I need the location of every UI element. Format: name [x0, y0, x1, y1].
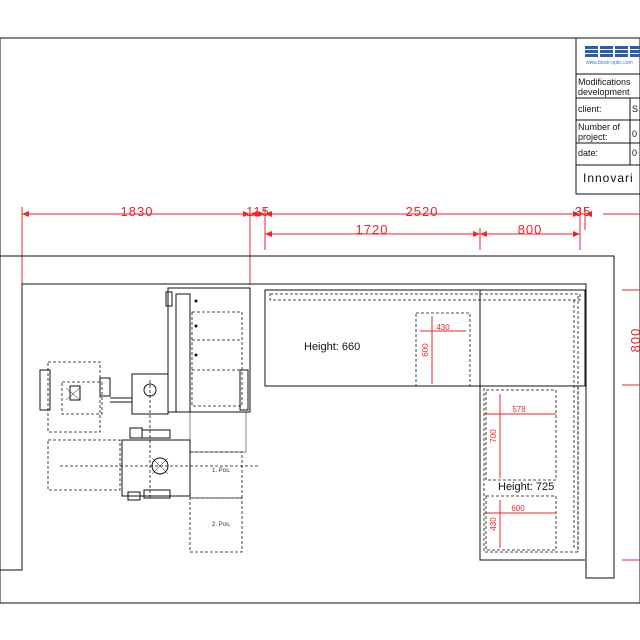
logo-grid-icon — [585, 46, 640, 57]
dim-430-bottom: 430 — [489, 517, 498, 531]
room-walls — [0, 255, 615, 579]
tall-cabinet: 1. Pos. 2. Pos. — [165, 287, 251, 553]
counter-lower: 578 700 Height: 725 600 430 — [479, 385, 585, 561]
title-text: Modifications — [578, 77, 631, 87]
dim-600-top: 600 — [421, 343, 430, 357]
counter-upper: Height: 660 430 600 — [264, 289, 586, 552]
dim-35: 35 — [575, 204, 591, 219]
dim-1830: 1830 — [121, 204, 154, 219]
sink-upper — [415, 312, 471, 387]
sheet-border — [0, 37, 640, 604]
sink-mid — [485, 389, 557, 481]
project-value: 0 — [632, 129, 637, 139]
top-dimensions: 1830 115 2520 35 1720 800 — [21, 204, 640, 285]
company-name: Innovari — [583, 171, 634, 185]
date-label: date: — [578, 148, 598, 158]
dim-600-bottom: 600 — [511, 504, 525, 513]
dim-800: 800 — [518, 222, 543, 237]
title-block-frame — [575, 37, 640, 195]
right-dimension: 800 — [622, 289, 640, 561]
title-text-line-2: development — [578, 87, 630, 97]
project-label-text-line-2: project: — [578, 132, 608, 142]
project-label-text: Number of — [578, 122, 621, 132]
client-label: client: — [578, 104, 602, 114]
dim-1720: 1720 — [356, 222, 389, 237]
height-660-label: Height: 660 — [304, 341, 360, 353]
dim-578: 578 — [512, 405, 526, 414]
dim-430-top: 430 — [436, 323, 450, 332]
chair-unit — [39, 361, 260, 501]
date-value: 0 — [632, 148, 637, 158]
dim-700: 700 — [489, 429, 498, 443]
dim-2520: 2520 — [406, 204, 439, 219]
dim-800-right: 800 — [628, 328, 640, 353]
position-2-label: 2. Pos. — [212, 522, 231, 528]
logo-url: www.block-optic.com — [586, 60, 633, 66]
height-725-label: Height: 725 — [498, 481, 554, 493]
sink-bottom — [485, 495, 557, 551]
dim-115: 115 — [246, 204, 270, 219]
position-1-label: 1. Pos. — [212, 468, 231, 474]
client-value: S — [632, 104, 638, 114]
